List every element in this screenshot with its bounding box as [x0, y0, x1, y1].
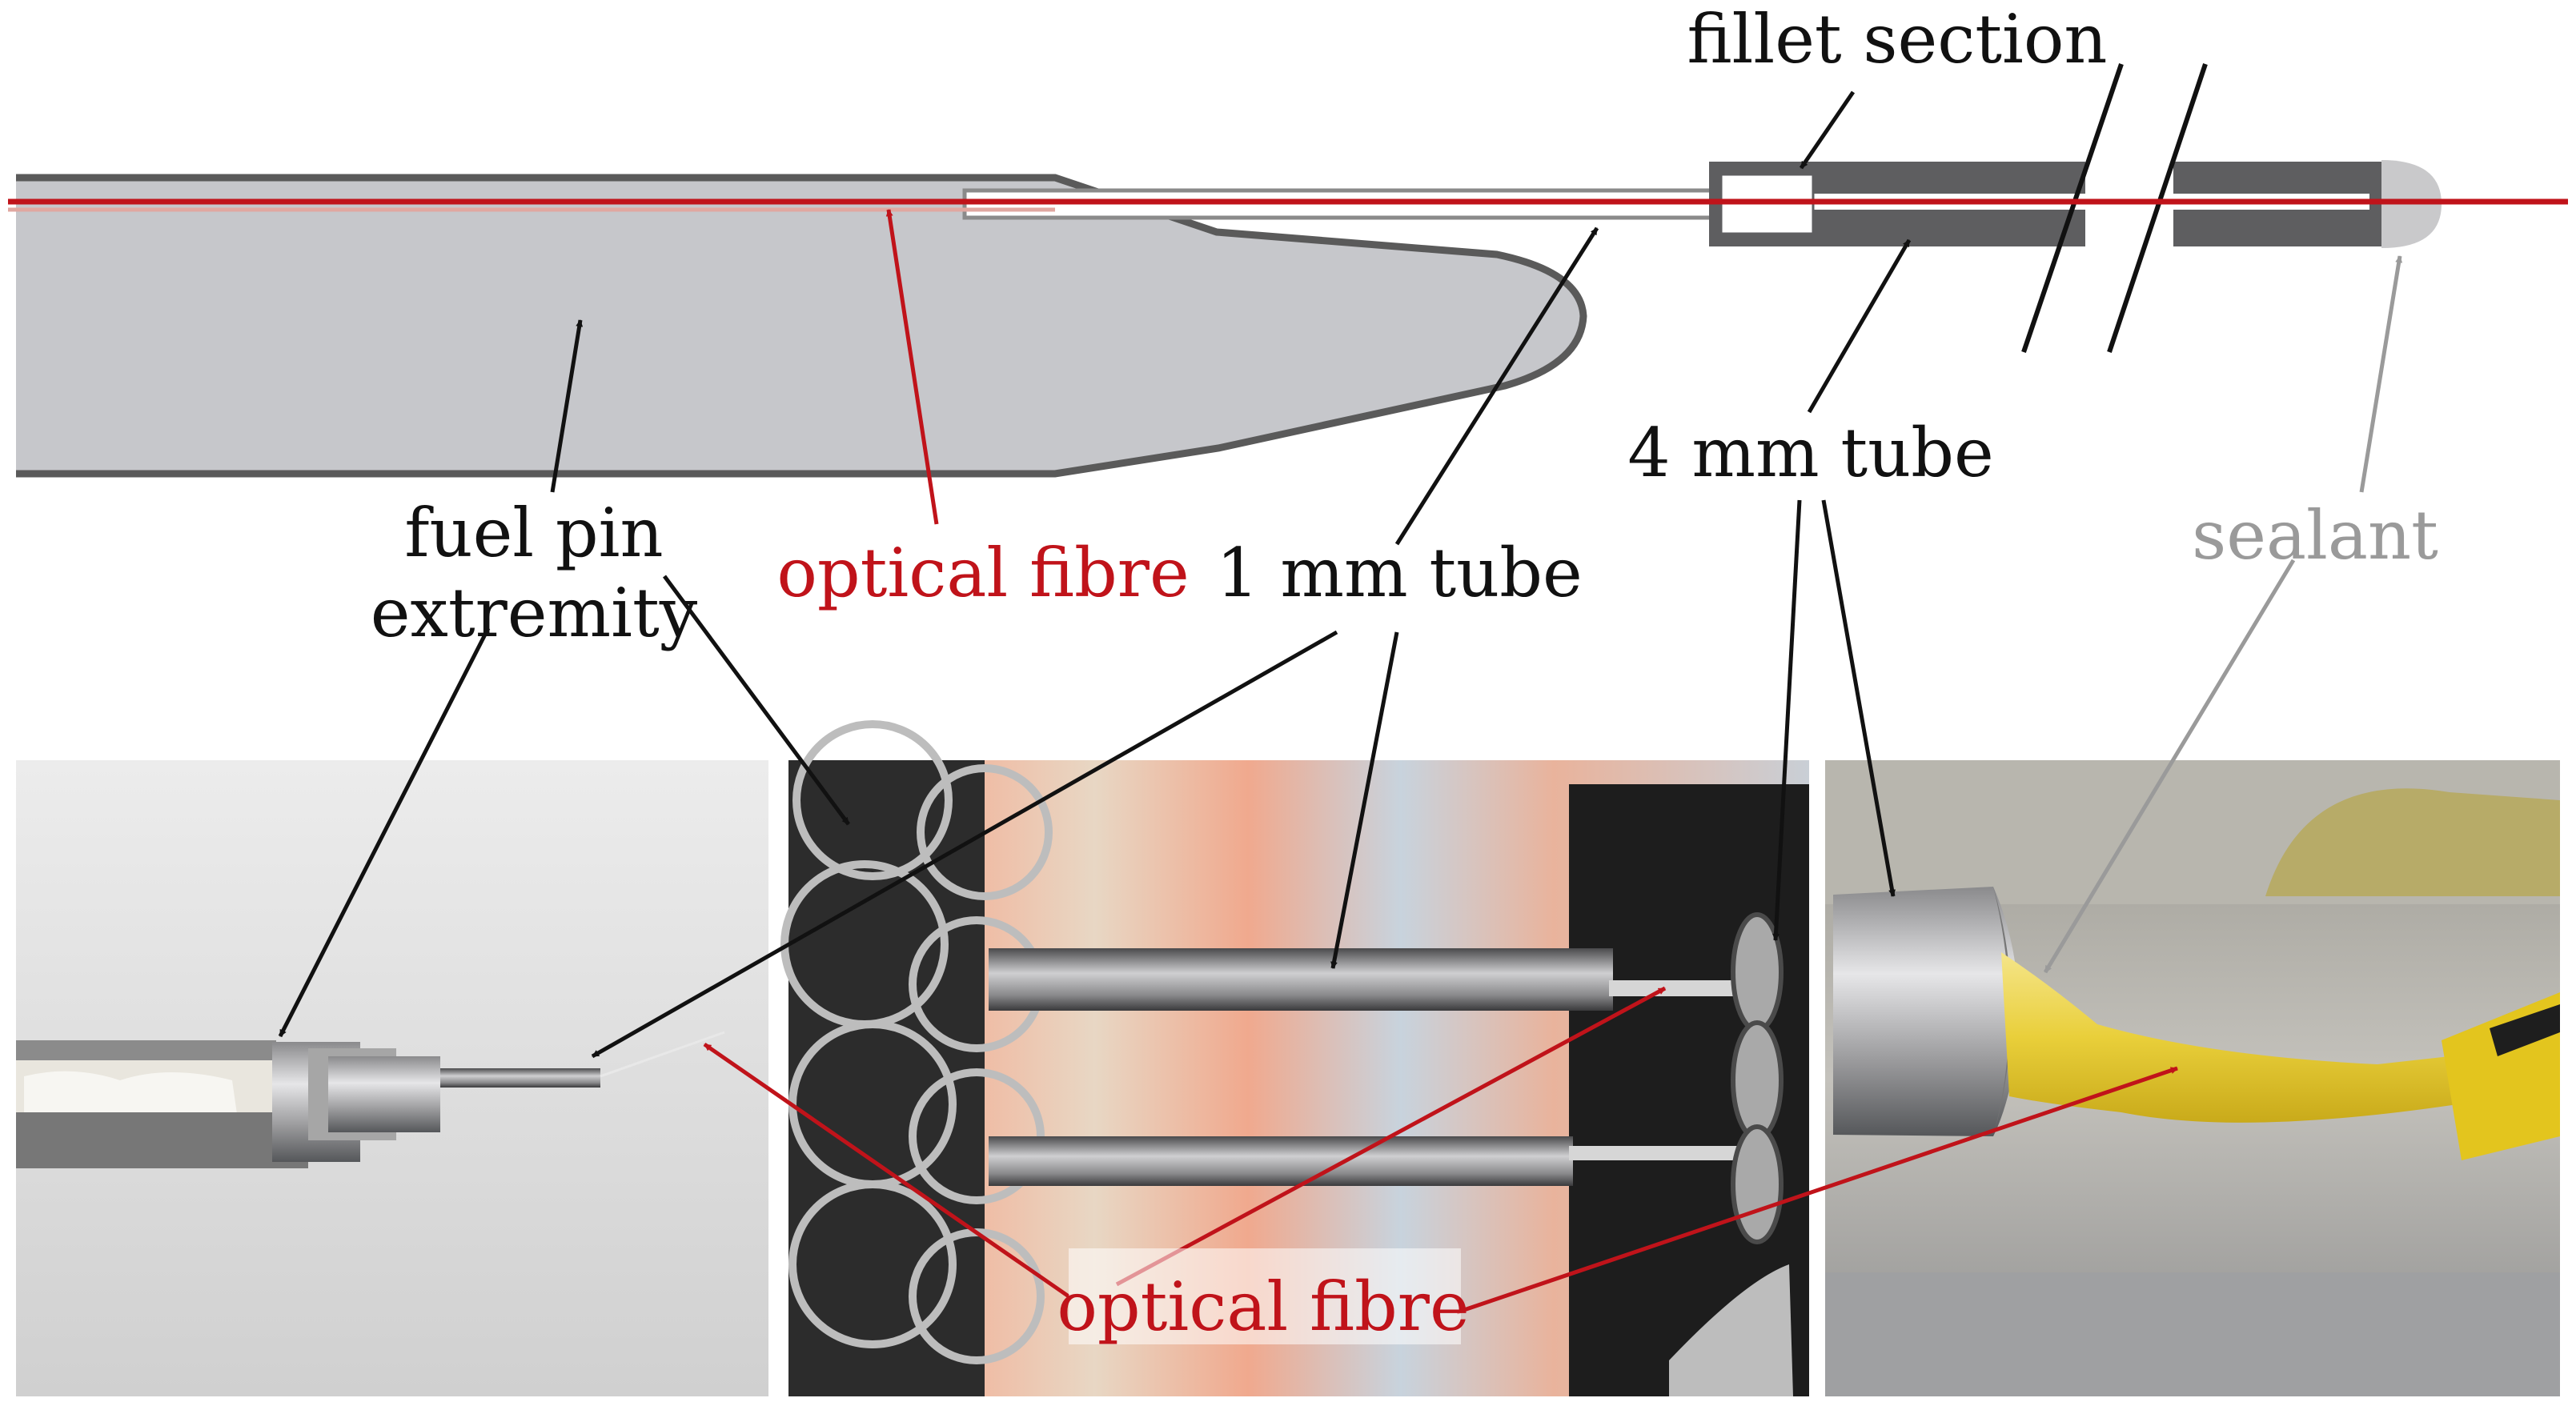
arrow-fuel-pin-schematic: [550, 319, 584, 493]
label-4mm-tube: 4 mm tube: [1627, 414, 1994, 492]
label-optical-fibre-top: optical fibre: [776, 534, 1189, 612]
label-sealant: sealant: [2192, 496, 2438, 575]
arrow-fibre-photo1: [703, 1042, 1070, 1299]
arrow-1mm-photo1: [591, 630, 1338, 1059]
arrow-fuel-pin-photo1: [278, 627, 491, 1038]
arrow-sealant-photo3: [2043, 559, 2296, 974]
arrow-sealant-schematic: [2359, 255, 2403, 493]
arrow-1mm-schematic: [1394, 226, 1599, 546]
arrow-4mm-photo3: [1821, 499, 1896, 897]
arrow-1mm-photo2: [1330, 631, 1399, 969]
schematic: [8, 63, 2568, 478]
label-fuel-pin-line2: extremity: [371, 574, 698, 652]
tube-4mm-shape: [1709, 162, 2381, 246]
label-optical-fibre-bottom: optical fibre: [1057, 1268, 1469, 1346]
label-1mm-tube: 1 mm tube: [1216, 534, 1583, 612]
arrow-fibre-photo3: [1456, 1066, 2178, 1315]
fuel-pin-body: [16, 178, 1583, 474]
label-fuel-pin-line1: fuel pin: [404, 494, 663, 572]
arrow-fibre-photo2: [1115, 986, 1667, 1287]
label-fillet-section: fillet section: [1687, 0, 2107, 78]
labels: fillet section fuel pin extremity optica…: [371, 0, 2438, 1346]
photo-sealant: [1825, 760, 2560, 1396]
break-line-2: [2107, 63, 2208, 353]
arrow-4mm-photo2: [1772, 499, 1802, 941]
arrow-4mm-schematic: [1807, 238, 1912, 414]
fuel-pin-outline: [16, 174, 1587, 478]
photo-fuel-pin: [16, 760, 768, 1396]
break-line-1: [2021, 63, 2124, 353]
arrow-fibre-schematic: [885, 209, 939, 525]
arrow-fuel-pin-photo2: [662, 575, 851, 826]
arrow-fillet: [1799, 90, 1856, 170]
annotation-arrows: [278, 90, 2403, 1315]
